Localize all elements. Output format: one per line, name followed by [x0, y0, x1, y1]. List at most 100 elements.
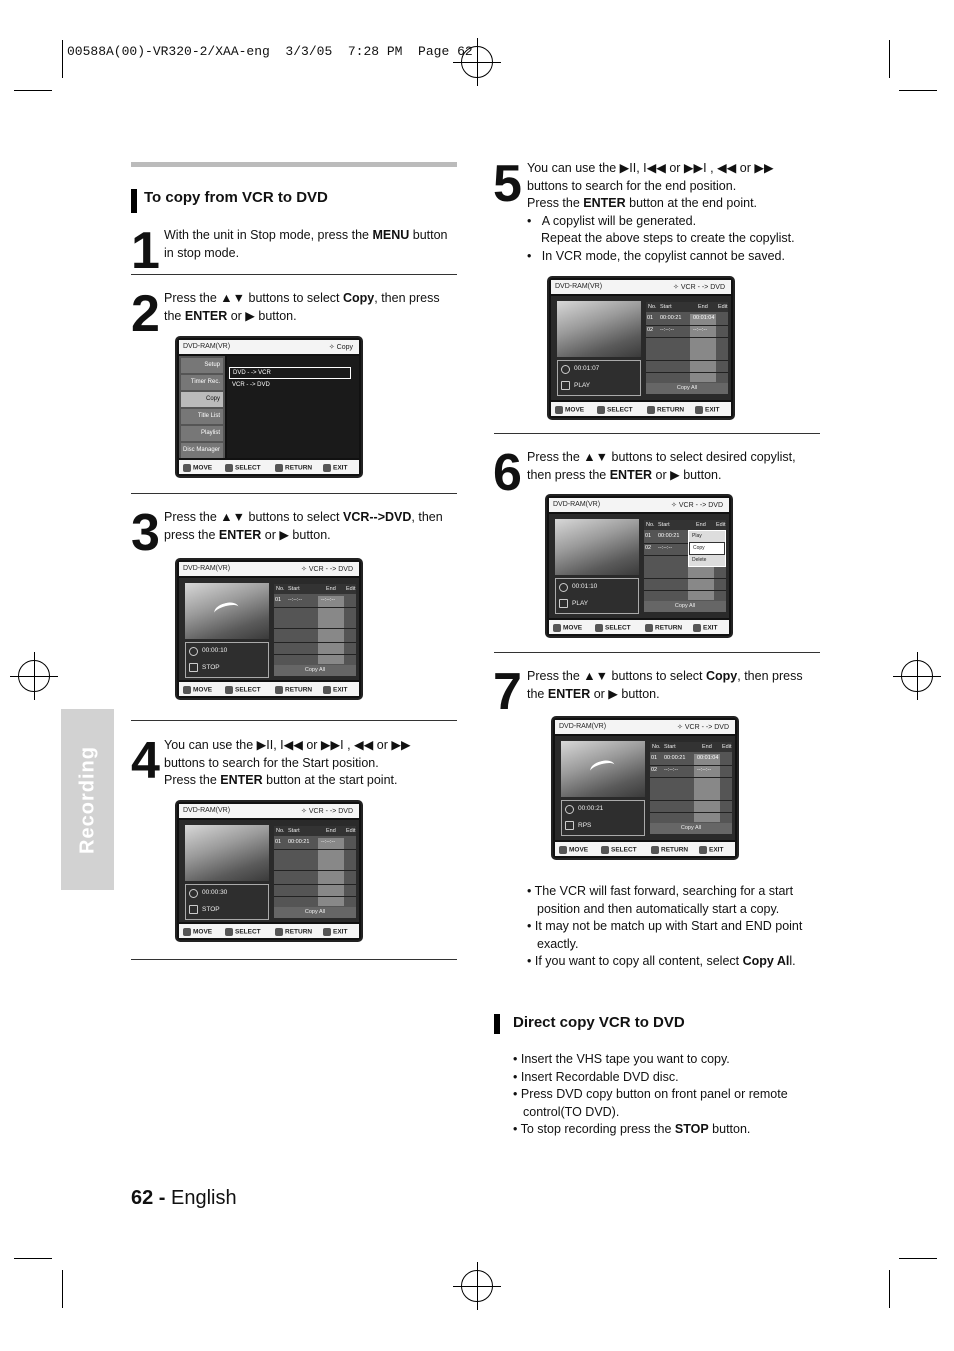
osd-title-bar: DVD-RAM(VR)✧ Copy	[179, 340, 359, 354]
edit-popup-menu: Play Copy Delete	[688, 530, 726, 567]
option-vcr-to-dvd[interactable]: VCR - -> DVD	[232, 382, 270, 388]
row-num: 01	[651, 755, 658, 761]
osd-nav-bar: MOVE SELECT RETURN EXIT	[179, 682, 359, 696]
end-time: --:--:--	[321, 839, 336, 845]
osd-nav-bar: MOVE SELECT RETURN EXIT	[179, 924, 359, 938]
option-dvd-to-vcr[interactable]: DVD - -> VCR	[229, 367, 351, 379]
step-6-text: Press the ▲▼ buttons to select desired c…	[527, 450, 796, 482]
osd-nav-bar: MOVE SELECT RETURN EXIT	[555, 842, 735, 856]
row-num: 01	[275, 597, 282, 603]
row-num: 01	[645, 533, 652, 539]
osd-title-bar: DVD-RAM(VR)✧ VCR - -> DVD	[555, 720, 735, 734]
list-item: • To stop recording press the STOP butto…	[513, 1122, 751, 1136]
osd-menu-screen: DVD-RAM(VR)✧ Copy Setup Timer Rec. Copy …	[175, 336, 363, 478]
status-box: 00:00:30 STOP	[185, 884, 269, 920]
copy-all-button[interactable]: Copy All	[646, 383, 728, 394]
osd-title-bar: DVD-RAM(VR)✧ VCR - -> DVD	[551, 280, 731, 294]
start-time: 00:00:21	[660, 315, 682, 321]
crop-mark	[889, 1270, 890, 1308]
osd-nav-bar: MOVE SELECT RETURN EXIT	[551, 402, 731, 416]
menu-item-disc-manager[interactable]: Disc Manager	[181, 443, 223, 458]
section-tab: Recording	[61, 709, 114, 890]
video-thumbnail	[185, 583, 269, 639]
note-item: • If you want to copy all content, selec…	[527, 954, 796, 968]
menu-item-playlist[interactable]: Playlist	[181, 426, 223, 441]
step-number: 3	[131, 504, 160, 562]
popup-item-play[interactable]: Play	[692, 533, 702, 539]
step-number: 6	[493, 444, 522, 502]
crop-mark	[14, 90, 52, 91]
language-label: English	[171, 1187, 237, 1209]
registration-mark	[893, 652, 941, 700]
start-time: --:--:--	[288, 597, 303, 603]
status-box: 00:01:10 PLAY	[555, 578, 639, 614]
start-time: --:--:--	[658, 545, 673, 551]
popup-item-copy[interactable]: Copy	[689, 542, 725, 555]
page-number: 62 -	[131, 1187, 166, 1209]
step-number: 5	[493, 155, 522, 213]
list-item: • Insert the VHS tape you want to copy.	[513, 1052, 730, 1066]
video-thumbnail	[557, 301, 641, 357]
step-1-text: With the unit in Stop mode, press the ME…	[164, 228, 448, 260]
start-time: --:--:--	[664, 767, 679, 773]
menu-item-copy[interactable]: Copy	[181, 392, 223, 407]
step-number: 7	[493, 663, 522, 721]
end-time: 00:01:04	[697, 755, 719, 761]
end-time: --:--:--	[693, 327, 708, 333]
start-time: 00:00:21	[288, 839, 310, 845]
step-3-text: Press the ▲▼ buttons to select VCR-->DVD…	[164, 510, 443, 542]
crop-mark	[899, 90, 937, 91]
divider	[131, 493, 457, 494]
registration-mark	[453, 1262, 501, 1310]
crop-mark	[899, 1258, 937, 1259]
osd-menu-list: Setup Timer Rec. Copy Title List Playlis…	[179, 356, 225, 458]
step-number: 4	[131, 732, 160, 790]
note-item: • It may not be match up with Start and …	[527, 919, 803, 951]
status-box: 00:00:10 STOP	[185, 642, 269, 678]
row-num: 02	[645, 545, 652, 551]
list-item: • Press DVD copy button on front panel o…	[513, 1087, 788, 1119]
osd-copylist-screen: DVD-RAM(VR)✧ VCR - -> DVD 00:00:10 STOP …	[175, 558, 363, 700]
registration-mark	[453, 38, 501, 86]
end-time: 00:01:04	[693, 315, 715, 321]
start-time: 00:00:21	[664, 755, 686, 761]
osd-title-bar: DVD-RAM(VR)✧ VCR - -> DVD	[179, 804, 359, 818]
note-item: • The VCR will fast forward, searching f…	[527, 884, 794, 916]
osd-title-bar: DVD-RAM(VR)✧ VCR - -> DVD	[549, 498, 729, 512]
divider	[494, 652, 820, 653]
osd-copylist-screen: DVD-RAM(VR)✧ VCR - -> DVD 00:00:21 RPS N…	[551, 716, 739, 860]
divider	[494, 433, 820, 434]
copy-all-button[interactable]: Copy All	[644, 601, 726, 612]
video-thumbnail	[185, 825, 269, 881]
divider	[131, 274, 457, 275]
row-num: 01	[647, 315, 654, 321]
direct-copy-list: • Insert the VHS tape you want to copy. …	[513, 1051, 813, 1139]
menu-item-timer-rec[interactable]: Timer Rec.	[181, 375, 223, 390]
step-7-text: Press the ▲▼ buttons to select Copy, the…	[527, 669, 803, 701]
list-item: • Insert Recordable DVD disc.	[513, 1069, 679, 1084]
crop-mark	[62, 1270, 63, 1308]
menu-item-setup[interactable]: Setup	[181, 358, 223, 373]
popup-item-delete[interactable]: Delete	[692, 557, 707, 563]
start-time: 00:00:21	[658, 533, 680, 539]
osd-copylist-screen: DVD-RAM(VR)✧ VCR - -> DVD 00:00:30 STOP …	[175, 800, 363, 942]
section-bar	[131, 189, 137, 213]
video-thumbnail	[561, 741, 645, 797]
row-num: 01	[275, 839, 282, 845]
copy-all-button[interactable]: Copy All	[274, 665, 356, 676]
step-number: 1	[131, 222, 160, 280]
step-2-text: Press the ▲▼ buttons to select Copy, the…	[164, 291, 440, 323]
menu-item-title-list[interactable]: Title List	[181, 409, 223, 424]
row-num: 02	[647, 327, 654, 333]
end-time: --:--:--	[321, 597, 336, 603]
print-slug: 00588A(00)-VR320-2/XAA-eng 3/3/05 7:28 P…	[67, 44, 473, 59]
section-title: To copy from VCR to DVD	[144, 189, 328, 206]
registration-mark	[10, 652, 58, 700]
start-time: --:--:--	[660, 327, 675, 333]
video-thumbnail	[555, 519, 639, 575]
copy-all-button[interactable]: Copy All	[650, 823, 732, 834]
copy-all-button[interactable]: Copy All	[274, 907, 356, 918]
